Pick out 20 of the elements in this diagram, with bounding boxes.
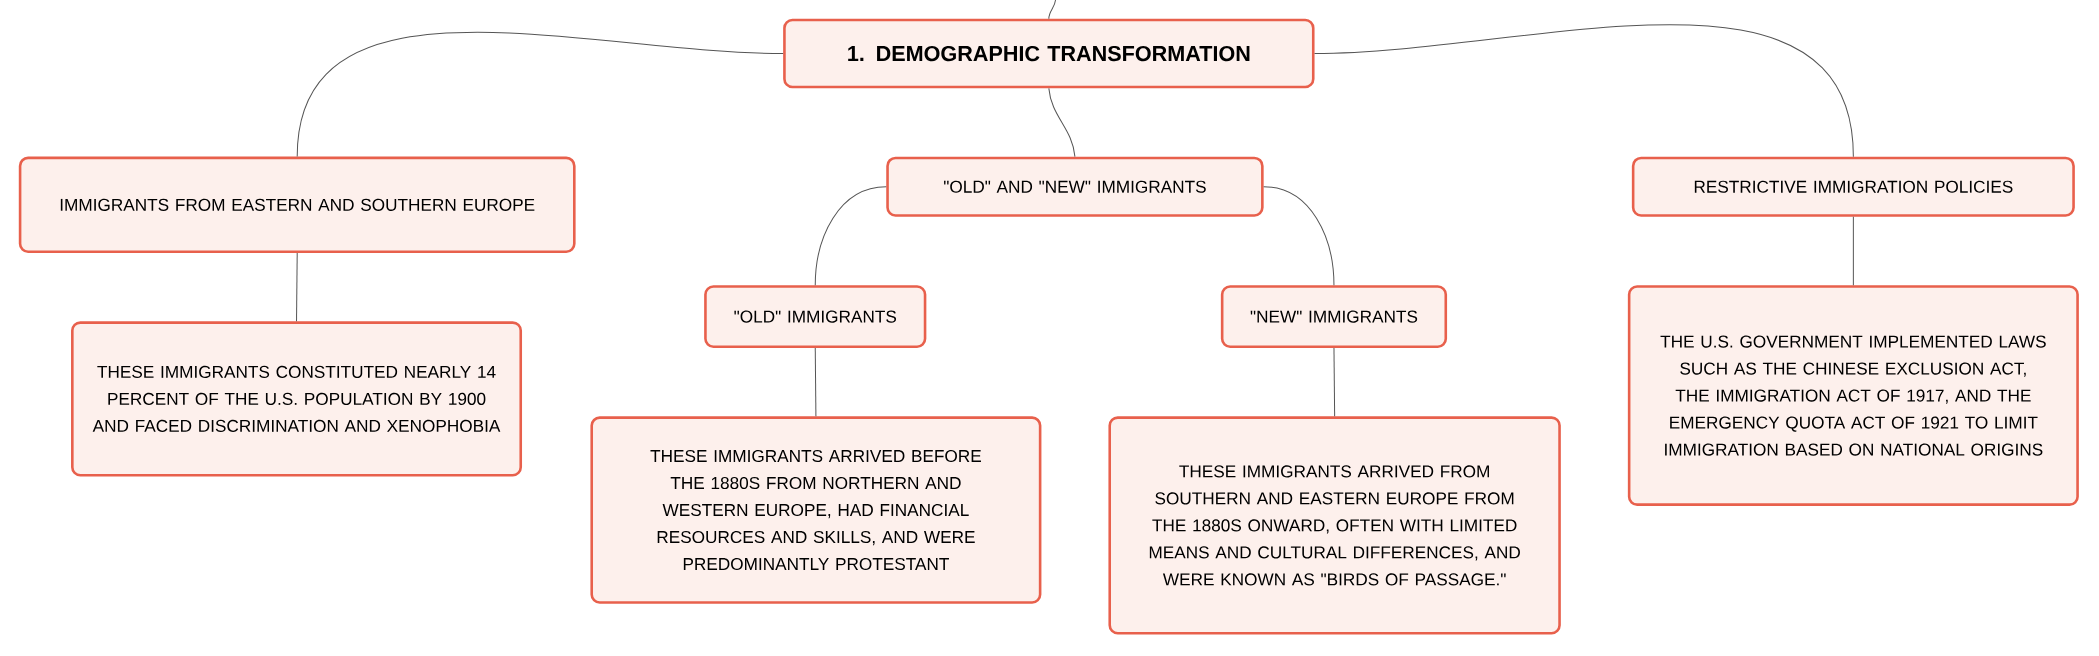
connector-line xyxy=(296,31,784,158)
topic-box: "OLD" IMMIGRANTS xyxy=(704,285,927,349)
topic-box: IMMIGRANTS FROM EASTERN AND SOUTHERN EUROPE xyxy=(18,156,576,254)
connector-line xyxy=(1263,186,1335,286)
connector-line xyxy=(1048,87,1076,158)
connector-line xyxy=(814,186,887,286)
topic-box: THESE IMMIGRANTS ARRIVED BEFORE THE 1880S FROM NORTHERN AND WESTERN EUROPE, HAD FINANCIAL RESOURCES AND SKILLS, AND WERE PREDOMINANTLY PROTESTANT xyxy=(590,416,1042,604)
topic-box: THESE IMMIGRANTS CONSTITUTED NEARLY 14 PERCENT OF THE U.S. POPULATION BY 1900 AND FACED DISCRIMINATION AND XENOPHOBIA xyxy=(71,321,523,477)
connector-line xyxy=(1852,216,1854,286)
topic-box: RESTRICTIVE IMMIGRATION POLICIES xyxy=(1631,156,2075,217)
topic-box: THE U.S. GOVERNMENT IMPLEMENTED LAWS SUCH AS THE CHINESE EXCLUSION ACT, THE IMMIGRATION ACT OF 1917, AND THE EMERGENCY QUOTA ACT OF 1921 TO LIMIT IMMIGRATION BASED ON NATIONAL ORIGINS xyxy=(1627,285,2079,506)
topic-box: "NEW" IMMIGRANTS xyxy=(1220,285,1448,349)
connector-line xyxy=(296,252,298,322)
connector-line xyxy=(1314,24,1854,158)
connector-line xyxy=(814,347,817,417)
connector-line xyxy=(1048,0,1057,20)
topic-box: THESE IMMIGRANTS ARRIVED FROM SOUTHERN AND EASTERN EUROPE FROM THE 1880S ONWARD, OFTEN WITH LIMITED MEANS AND CULTURAL DIFFERENCES, AND WERE KNOWN AS "BIRDS OF PASSAGE." xyxy=(1108,416,1561,635)
topic-box: "OLD" AND "NEW" IMMIGRANTS xyxy=(886,156,1264,217)
connector-line xyxy=(1333,347,1336,417)
topic-box: 1. DEMOGRAPHIC TRANSFORMATION xyxy=(783,18,1315,89)
